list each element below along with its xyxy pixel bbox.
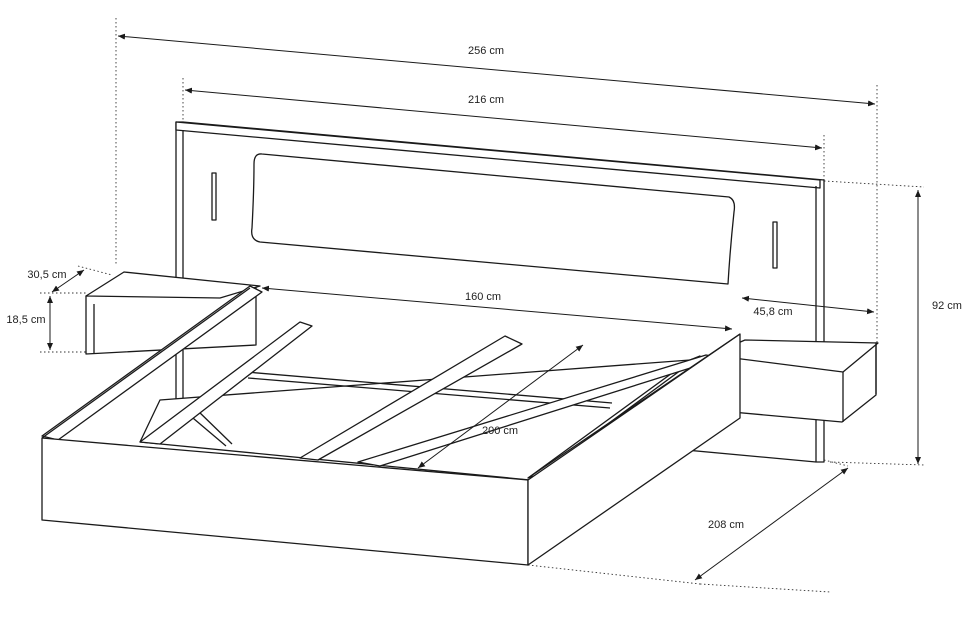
label-nightstand-depth: 30,5 cm (27, 269, 66, 281)
label-mattress-width: 160 cm (465, 291, 501, 303)
arrow-mattress-width (261, 285, 733, 332)
dimension-labels: 256 cm 216 cm 160 cm 45,8 cm 92 cm 30,5 … (6, 45, 962, 531)
arrow-headboard-width (184, 87, 823, 151)
label-nightstand-offset: 45,8 cm (753, 306, 792, 318)
headboard-cushion (251, 153, 736, 285)
arrow-nightstand-depth (51, 269, 85, 293)
label-mattress-length: 200 cm (482, 425, 518, 437)
label-headboard-width: 216 cm (468, 94, 504, 106)
arrow-mattress-length (417, 344, 584, 469)
reading-light-right (772, 221, 778, 269)
extension-lines (40, 18, 925, 593)
reading-light-left (211, 172, 217, 221)
label-height: 92 cm (932, 300, 962, 312)
left-nightstand (85, 271, 261, 355)
arrow-total-length (694, 467, 849, 581)
label-total-width: 256 cm (468, 45, 504, 57)
arrow-nightstand-offset (741, 295, 875, 315)
right-nightstand (709, 339, 879, 423)
dimension-arrows (47, 33, 921, 581)
label-nightstand-height: 18,5 cm (6, 314, 45, 326)
label-total-length: 208 cm (708, 519, 744, 531)
